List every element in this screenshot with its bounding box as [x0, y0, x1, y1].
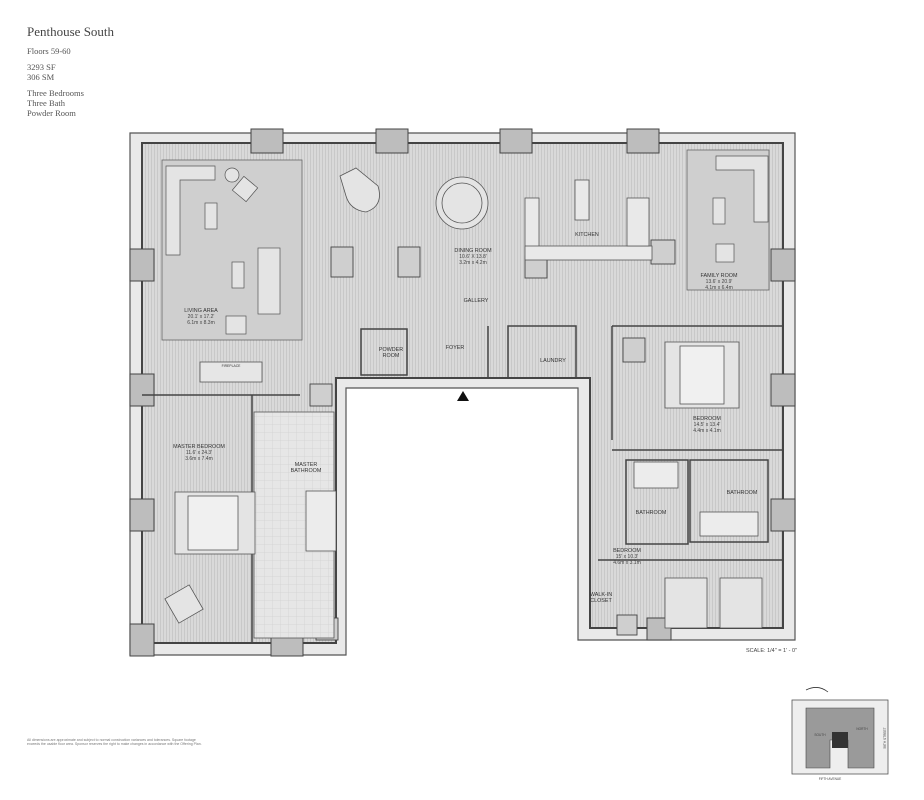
bedroom3-dim-ft: 15' x 10.3' — [616, 554, 639, 560]
keyplan-avenue: FIFTH AVENUE — [819, 777, 842, 781]
bedroom2-bed — [664, 341, 740, 409]
closet-label-2: CLOSET — [590, 598, 612, 604]
bedroom3-label: BEDROOM — [613, 548, 641, 554]
bath2-label: BATHROOM — [636, 510, 667, 516]
keyplan-street: 58TH STREET — [883, 727, 887, 748]
kitchen-counters — [524, 179, 653, 261]
disclaimer-note: All dimensions are approximate and subje… — [27, 738, 202, 746]
kitchen-label: KITCHEN — [575, 232, 599, 238]
bedrooms-count: Three Bedrooms — [27, 88, 84, 98]
bedroom2-label: BEDROOM — [693, 416, 721, 422]
laundry-label: LAUNDRY — [540, 358, 566, 364]
dining-dim-ft: 10.6' X 13.8' — [459, 254, 487, 260]
dining-table — [435, 176, 489, 230]
scale-label: SCALE: 1/4" = 1' - 0" — [746, 648, 797, 654]
dining-label: DINING ROOM — [454, 248, 492, 254]
keyplan-south: SOUTH — [814, 733, 826, 737]
entry-arrow — [457, 391, 469, 401]
keyplan-north: NORTH — [856, 727, 868, 731]
bath3-label: BATHROOM — [727, 490, 758, 496]
foyer-label: FOYER — [446, 345, 465, 351]
powder-label-1: POWDER — [379, 347, 403, 353]
area-sf: 3293 SF — [27, 62, 56, 72]
bedroom2-dim-m: 4.4m x 4.1m — [693, 428, 721, 434]
bedroom3-beds — [664, 577, 763, 629]
powder-room-count: Powder Room — [27, 108, 76, 118]
living-rug — [161, 159, 303, 341]
living-dim-m: 6.1m x 8.3m — [187, 320, 215, 326]
area-sm: 306 SM — [27, 72, 55, 82]
living-label: LIVING AREA — [184, 308, 218, 314]
gallery-label: GALLERY — [464, 298, 489, 304]
family-dim-ft: 13.6' x 20.9' — [706, 279, 733, 285]
key-plan: FIFTH AVENUE SOUTH NORTH 58TH STREET — [791, 687, 889, 781]
bedroom3-dim-m: 4.6m x 3.1m — [613, 560, 641, 566]
master-bedroom-dim-ft: 11.6' x 24.3' — [186, 450, 212, 456]
living-furniture — [165, 165, 281, 335]
dining-dim-m: 3.2m x 4.2m — [459, 260, 487, 266]
master-bedroom-label: MASTER BEDROOM — [173, 444, 225, 450]
living-dim-ft: 20.1' x 17.2' — [188, 314, 215, 320]
master-bedroom-dim-m: 3.6m x 7.4m — [185, 456, 213, 462]
piano — [339, 167, 380, 213]
family-label: FAMILY ROOM — [701, 273, 738, 279]
plan-title: Penthouse South — [27, 24, 115, 39]
powder-label-2: ROOM — [383, 353, 400, 359]
master-bed — [174, 491, 256, 555]
closet-label-1: WALK-IN — [590, 592, 612, 598]
master-bath-label-1: MASTER — [295, 462, 318, 468]
bedroom2-dim-ft: 14.5' x 13.4' — [694, 422, 721, 428]
baths-count: Three Bath — [27, 98, 65, 108]
floors-label: Floors 59-60 — [27, 46, 71, 56]
perimeter-columns — [129, 128, 796, 657]
fireplace-label: FIREPLACE — [222, 364, 242, 368]
master-bath-label-2: BATHROOM — [291, 468, 322, 474]
family-dim-m: 4.1m x 6.4m — [705, 285, 733, 291]
